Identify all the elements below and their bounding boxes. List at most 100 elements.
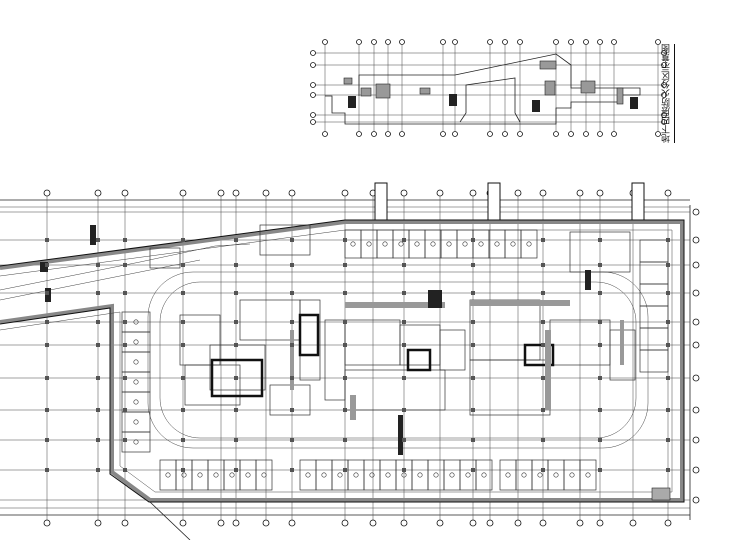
grid-bubble-right [692,236,700,244]
key-plan-room [539,60,557,70]
parking-stall [639,349,669,373]
annotation-mark [40,262,48,272]
column [343,438,347,442]
key-plan-label-box [348,96,356,108]
column [541,376,545,380]
grid-bubble-bottom [436,519,444,527]
annotation-mark [585,270,591,290]
grid-bubble-bottom [596,519,604,527]
parking-stall [159,459,177,491]
column [123,263,127,267]
parking-stall [456,229,474,259]
annotation-mark [428,290,442,308]
car-symbol [197,472,203,478]
grid-bubble-bottom [94,519,102,527]
column [96,468,100,472]
column [96,238,100,242]
column [343,468,347,472]
column [402,376,406,380]
key-grid-bubble [661,82,667,88]
column [234,468,238,472]
car-symbol [537,472,543,478]
room [469,359,551,416]
column [598,376,602,380]
column [45,376,49,380]
key-grid-bubble [385,39,391,45]
column [666,343,670,347]
key-grid-bubble [310,62,316,68]
column [402,238,406,242]
car-symbol [181,472,187,478]
room-tag [374,182,388,222]
column [541,263,545,267]
key-grid-bubble [322,131,328,137]
car-symbol [526,241,532,247]
stair [651,487,671,501]
car-symbol [133,419,139,425]
parking-stall [360,229,378,259]
parking-stall [121,371,151,393]
column [402,291,406,295]
column [471,408,475,412]
parking-stall [331,459,349,491]
key-grid-bubble [487,131,493,137]
parking-stall [379,459,397,491]
column [96,376,100,380]
grid-bubble-right [692,208,700,216]
car-symbol [414,241,420,247]
key-plan-room [375,83,391,99]
room [149,247,181,269]
grid-bubble-top [341,189,349,197]
core-wall [298,313,320,357]
car-symbol [353,472,359,478]
grid-bubble-right [692,496,700,504]
grid-bubble-top [436,189,444,197]
grid-bubble-bottom [43,519,51,527]
column [598,263,602,267]
key-grid-bubble [517,131,523,137]
key-grid-bubble [322,39,328,45]
key-grid-bubble [385,131,391,137]
key-grid-bubble [568,131,574,137]
car-symbol [337,472,343,478]
fire-wall [345,302,445,308]
column [343,343,347,347]
grid-bubble-right [692,341,700,349]
key-grid-bubble [487,39,493,45]
parking-stall [191,459,209,491]
grid-bubble-bottom [179,519,187,527]
column [234,343,238,347]
key-grid-bubble [597,131,603,137]
parking-stall [475,459,493,491]
core-wall [210,358,264,398]
grid-bubble-top [400,189,408,197]
key-grid-bubble [655,131,661,137]
parking-stall [207,459,225,491]
parking-stall [515,459,533,491]
parking-stall [639,283,669,307]
column [181,376,185,380]
car-symbol [165,472,171,478]
parking-stall [639,261,669,285]
annotation-mark [90,225,96,245]
car-symbol [133,439,139,445]
grid-bubble-bottom [232,519,240,527]
column [234,291,238,295]
column [666,238,670,242]
column [402,468,406,472]
room-tag [631,182,645,222]
grid-bubble-top [596,189,604,197]
key-grid-bubble [502,131,508,137]
column [290,408,294,412]
grid-bubble-top [43,189,51,197]
key-grid-bubble [356,131,362,137]
key-grid-bubble [310,112,316,118]
core-wall [406,348,432,372]
key-plan-room [343,77,353,85]
key-grid-bubble [371,131,377,137]
key-grid-bubble [568,39,574,45]
parking-stall [411,459,429,491]
key-grid-bubble [597,39,603,45]
grid-bubble-top [232,189,240,197]
key-grid-bubble [399,131,405,137]
